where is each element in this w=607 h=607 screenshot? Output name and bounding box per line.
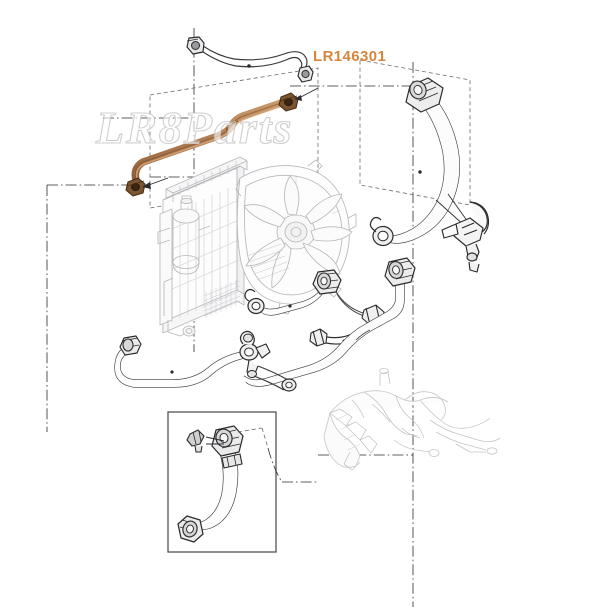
upper-radiator-hose [369,77,460,247]
engine-manifold [323,367,501,471]
radiator-assembly [157,156,368,337]
part-number-label: LR146301 [313,48,387,65]
engine-feed-hose [243,257,416,387]
bleed-valve [435,193,490,273]
radiator-outlet-hose [244,269,342,316]
highlighted-coolant-pipe [125,87,319,197]
upper-vent-pipe [186,36,314,83]
inset-detail-hose [177,425,318,543]
lower-radiator-hose [114,330,297,392]
fan-connectors [309,304,385,347]
